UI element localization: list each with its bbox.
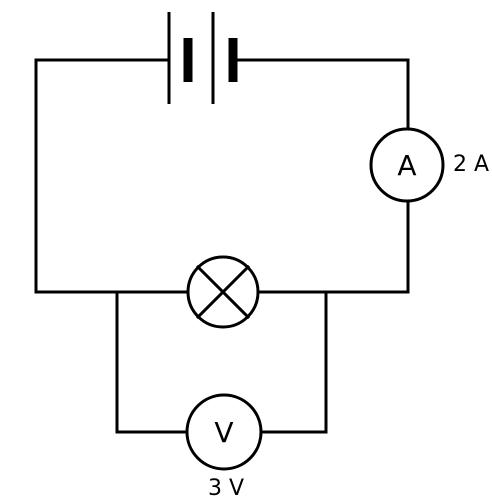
lamp-cross-b	[195, 264, 251, 320]
voltmeter-symbol: V	[214, 416, 233, 449]
wire-right-lower	[256, 200, 410, 294]
main-circuit-wires	[34, 58, 410, 294]
ammeter-symbol: A	[397, 149, 416, 182]
voltmeter-reading: 3 V	[208, 476, 244, 500]
wire-top-right	[234, 58, 410, 130]
ammeter-icon: A	[369, 127, 445, 203]
ammeter-circle	[369, 127, 445, 203]
wire-branch-left	[115, 290, 188, 434]
wire-top-left	[34, 58, 190, 294]
ammeter-reading: 2 A	[453, 152, 489, 177]
battery-icon	[167, 12, 238, 104]
lamp-icon	[186, 255, 260, 329]
voltmeter-branch-wires	[115, 290, 328, 434]
voltmeter-icon: V	[185, 393, 263, 471]
wire-branch-right	[260, 290, 328, 434]
voltmeter-circle	[185, 393, 263, 471]
